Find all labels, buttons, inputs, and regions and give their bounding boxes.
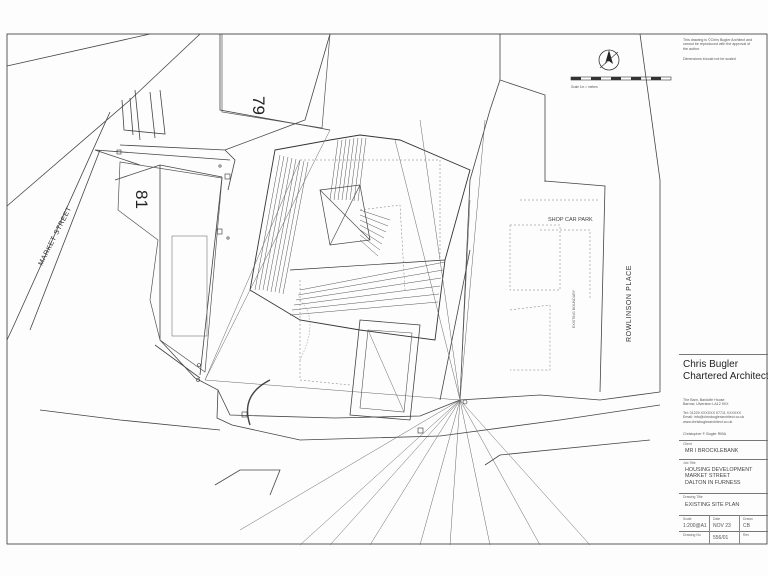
drawing-no-value: 556/01 [713,535,729,541]
firm-name-line-1: Chris Bugler [683,359,739,370]
title-block: This drawing is ©Chris Bugler Architect … [679,34,768,544]
dimensions-note: Dimensions should not be scaled [683,57,736,61]
plot-81 [117,161,223,373]
rev-label: Rev [743,533,750,537]
scale-bar [570,76,672,81]
client-value: MR I BROCKLEBANK [685,448,739,454]
market-street-label: MARKET STREET [38,206,74,267]
job-line-3: DALTON IN FURNESS [685,479,741,486]
proposed-outline [299,159,600,386]
outbuilding [171,235,208,337]
job-line-1: HOUSING DEVELOPMENT [685,467,753,473]
north-arrow-icon [598,49,620,71]
address-line-5: Email: info@chrisbuglerarchitect.co.uk [683,415,745,420]
scale-value: 1:200@A1 [683,523,707,529]
street-boundaries [6,33,661,496]
scale-bar-caption: Scale 1m = metres [571,85,598,89]
drawing-no-label: Drawing No [683,533,701,537]
rowlinson-place-label: ROWLINSON PLACE [626,265,633,342]
address-line-2: Barrow, Ulverston LA12 9XX [683,402,729,407]
drawing-title-value: EXISTING SITE PLAN [685,502,740,508]
shop-car-park-label: SHOP CAR PARK [548,217,593,223]
copyright-line-2: cannot be reproduced with the approval o… [683,42,751,47]
north-label: N [607,60,610,65]
plot-79 [221,33,331,129]
address-line-6: www.chrisbuglerarchitect.co.uk [683,419,733,424]
drawing-title-label: Drawing Title [683,495,703,499]
sight-lines [204,119,591,546]
signature-name: Christopher F. Bugler RIBA [683,432,727,436]
firm-name-line-2: Chartered Architect [683,371,768,382]
survey-markers [116,149,468,434]
building-79-label: 79 [249,96,268,115]
drawn-label: Drawn [743,517,753,521]
address-line-4: Tel: 01229 XXXXXX 07711 XXXXXX [683,411,742,415]
drawn-value: CB [743,523,750,529]
building-81-label: 81 [132,190,151,209]
curved-wall [246,379,271,426]
main-building-roof [249,134,471,421]
job-line-2: MARKET STREET [685,473,731,480]
client-label: Client [683,442,692,446]
date-label: Date [713,517,721,521]
date-value: NOV 23 [713,523,731,529]
sheet-border [6,33,768,545]
address-line-1: The Barn, Bardolfe House [683,398,725,402]
scale-label: Scale [683,517,692,521]
job-title-label: Job Title [683,461,696,465]
copyright-line-3: the author [683,46,700,51]
copyright-line-1: This drawing is ©Chris Bugler Architect … [683,38,753,42]
existing-boundary-note: EXISTING BOUNDARY [572,289,576,328]
